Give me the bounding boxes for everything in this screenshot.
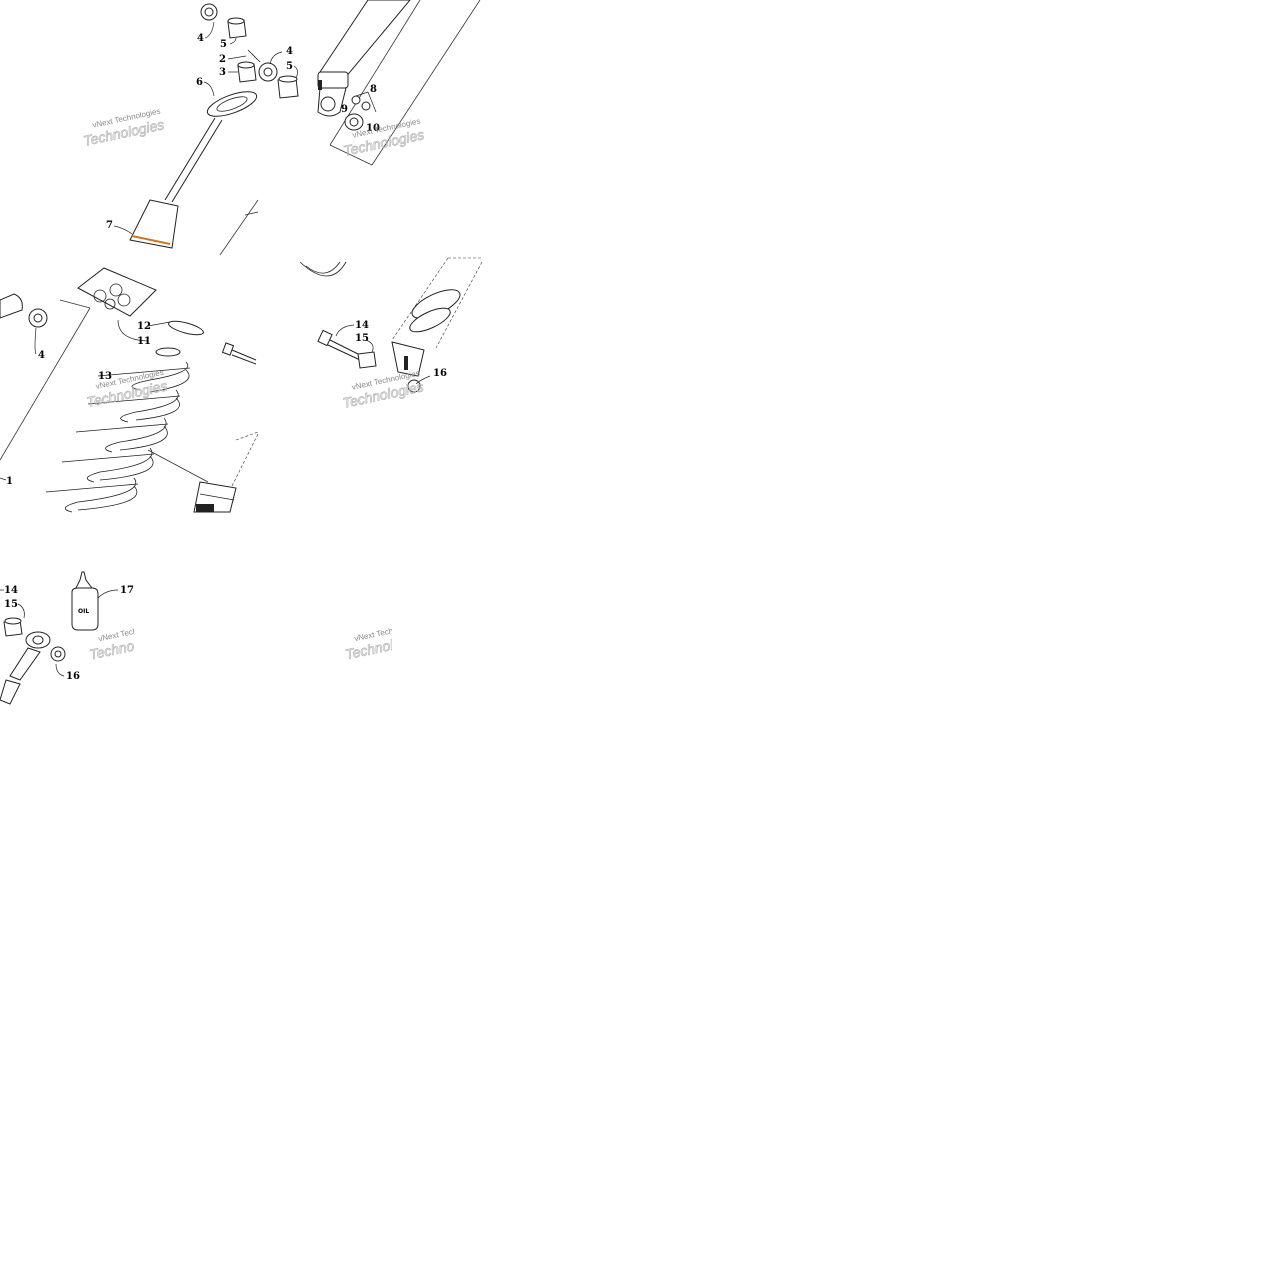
callout-17: 17: [120, 585, 134, 596]
watermark: vNext Technologies Technologies: [85, 368, 169, 411]
callout-12: 12: [137, 321, 151, 332]
lower-shock-body: [193, 431, 259, 513]
bolt-middle: [221, 342, 257, 365]
right-mount-assembly: [391, 257, 483, 393]
callout-14: 14: [355, 320, 369, 331]
callout-14-bottom: 14: [4, 585, 18, 596]
watermark: vNext Technologies Technologies: [341, 369, 425, 412]
callout-16-bottom: 16: [66, 671, 80, 682]
coil-spring-part-13: [45, 361, 191, 513]
fastener-parts-8-9-10: [344, 95, 371, 131]
panel-spring-assembly: 4 1 12 11 13: [0, 257, 483, 513]
pin-part-2: [247, 49, 261, 63]
damper-rod: [164, 117, 223, 203]
watermark: vNext Technologies Technologies: [344, 620, 392, 663]
callout-2: 2: [219, 54, 226, 65]
callout-7: 7: [106, 220, 113, 231]
spacer-part-5-top: [227, 17, 247, 39]
washer-part-6: [206, 91, 258, 117]
callout-11: 11: [137, 336, 151, 347]
leader-2: [227, 55, 247, 60]
lower-mount-assembly: [0, 617, 66, 705]
spacer-part-15: [357, 351, 377, 369]
callout-13: 13: [98, 371, 112, 382]
leader-16-bottom: [55, 663, 65, 677]
bolt-part-14: [317, 329, 363, 361]
panel-oil-and-mount: 14 15 16 OIL 17 vNext Technologies Techn…: [0, 571, 392, 705]
leader-8: [355, 91, 377, 113]
leader-1: [0, 477, 7, 481]
retainer-part-11: [155, 347, 181, 357]
leader-11: [117, 319, 149, 342]
oil-bottle-label: OIL: [78, 608, 89, 615]
callout-6: 6: [196, 77, 203, 88]
leader-16: [415, 375, 431, 385]
body-frame-line: [59, 299, 91, 309]
body-frame-line: [244, 211, 259, 216]
leader-17: [97, 589, 119, 599]
leader-6: [203, 81, 215, 97]
body-frame-line: [219, 199, 259, 256]
callout-4: 4: [197, 33, 204, 44]
callout-15-bottom: 15: [4, 599, 18, 610]
callout-3: 3: [219, 67, 226, 78]
callout-9: 9: [341, 104, 348, 115]
leader-4b: [269, 51, 283, 65]
leader-4-left: [34, 327, 37, 355]
spacer-part-5-right: [277, 75, 299, 99]
panel-damper-assembly: 4 5 2 3 4 5 6 7 8 9 10 vNext Technologie…: [82, 0, 481, 256]
body-frame-line: [371, 0, 481, 166]
piston-part-7: [129, 199, 179, 249]
bushing-part-4-top: [200, 3, 218, 21]
body-frame-line: [0, 307, 91, 461]
spring-end-detail: [299, 261, 347, 277]
leader-15-bottom: [17, 603, 25, 619]
callout-15: 15: [355, 333, 369, 344]
leader-14: [335, 324, 355, 337]
sleeve-part-3: [237, 61, 257, 83]
bushing-part-4-right: [258, 62, 278, 82]
ring-part-12: [168, 320, 204, 336]
watermark: vNext Technologies Technologies: [88, 620, 134, 663]
callout-1: 1: [6, 476, 13, 487]
callout-4-left: 4: [38, 350, 45, 361]
callout-8: 8: [370, 84, 377, 95]
leader-12: [147, 321, 171, 327]
body-frame-line: [147, 449, 209, 483]
seal-kit-plate: [77, 267, 157, 317]
callout-16: 16: [433, 368, 447, 379]
callout-4-right: 4: [286, 46, 293, 57]
leader-15: [365, 339, 374, 353]
watermark-clip: vNext Technologies Technologies: [88, 620, 134, 663]
callout-5-right: 5: [286, 61, 293, 72]
leader-5: [229, 37, 237, 45]
watermark: vNext Technologies Technologies: [82, 107, 166, 150]
callout-5: 5: [220, 39, 227, 50]
oil-bottle-part-17: OIL: [71, 571, 99, 631]
body-frame-line: [329, 144, 373, 166]
leader-5b: [293, 65, 298, 79]
watermark-clip: vNext Technologies Technologies: [344, 620, 392, 663]
bushing-part-4-left: [0, 293, 48, 328]
leader-7: [113, 225, 133, 235]
shock-body: [317, 0, 411, 117]
leader-4: [204, 21, 215, 39]
callout-10: 10: [366, 123, 380, 134]
